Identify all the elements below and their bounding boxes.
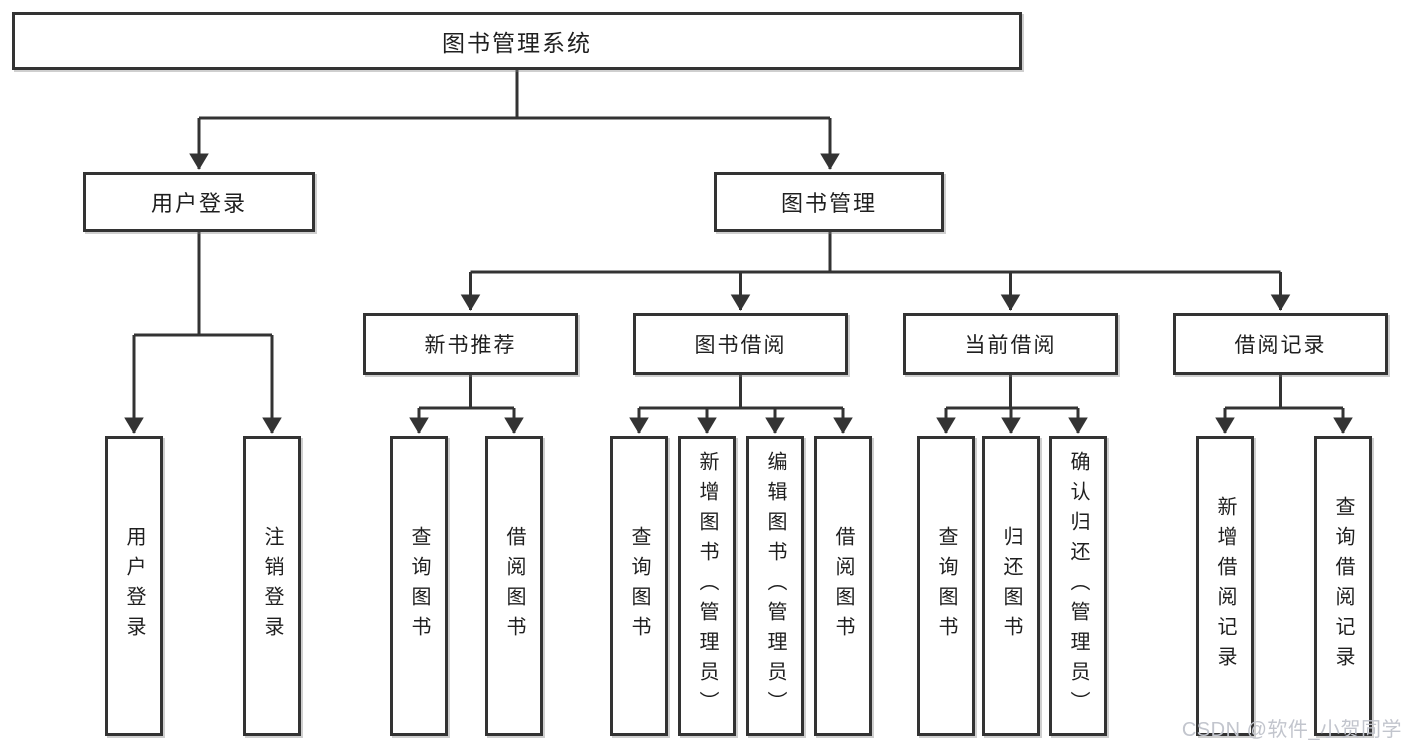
node-label: 用户登录: [150, 191, 247, 216]
leaf-query-books-2: 查询图书: [610, 436, 668, 736]
leaf-borrow-books-2: 借阅图书: [814, 436, 872, 736]
leaf-confirm-return-admin: 确认归还（管理员）: [1049, 436, 1107, 736]
node-label: 查询图书: [408, 526, 430, 646]
node-label: 用户登录: [123, 526, 145, 646]
node-label: 图书管理: [780, 191, 877, 216]
node-label: 确认归还（管理员）: [1067, 451, 1089, 721]
node-label: 查询图书: [628, 526, 650, 646]
leaf-query-books-1: 查询图书: [390, 436, 448, 736]
node-book-borrowing: 图书借阅: [633, 313, 848, 375]
node-label: 注销登录: [261, 526, 283, 646]
leaf-add-book-admin: 新增图书（管理员）: [678, 436, 736, 736]
node-label: 图书管理系统: [442, 30, 592, 56]
leaf-return-book: 归还图书: [982, 436, 1040, 736]
node-label: 图书借阅: [694, 334, 787, 357]
node-label: 新书推荐: [424, 334, 517, 357]
leaf-query-books-3: 查询图书: [917, 436, 975, 736]
leaf-add-borrow-record: 新增借阅记录: [1196, 436, 1254, 736]
node-label: 查询借阅记录: [1332, 496, 1354, 676]
node-book-management: 图书管理: [714, 172, 944, 232]
leaf-user-login: 用户登录: [105, 436, 163, 736]
node-library-system-root: 图书管理系统: [12, 12, 1022, 70]
leaf-borrow-books-1: 借阅图书: [485, 436, 543, 736]
node-new-book-recommendation: 新书推荐: [363, 313, 578, 375]
node-label: 查询图书: [935, 526, 957, 646]
node-label: 借阅记录: [1234, 334, 1327, 357]
leaf-query-borrow-record: 查询借阅记录: [1314, 436, 1372, 736]
node-label: 借阅图书: [503, 526, 525, 646]
node-current-borrowing: 当前借阅: [903, 313, 1118, 375]
watermark-csdn: CSDN @软件_小贺同学: [1181, 719, 1402, 741]
node-label: 借阅图书: [832, 526, 854, 646]
node-user-login: 用户登录: [83, 172, 315, 232]
node-label: 当前借阅: [964, 334, 1057, 357]
node-borrowing-records: 借阅记录: [1173, 313, 1388, 375]
leaf-edit-book-admin: 编辑图书（管理员）: [746, 436, 804, 736]
node-label: 新增借阅记录: [1214, 496, 1236, 676]
node-label: 编辑图书（管理员）: [764, 451, 786, 721]
leaf-logout-login: 注销登录: [243, 436, 301, 736]
node-label: 归还图书: [1000, 526, 1022, 646]
node-label: 新增图书（管理员）: [696, 451, 718, 721]
